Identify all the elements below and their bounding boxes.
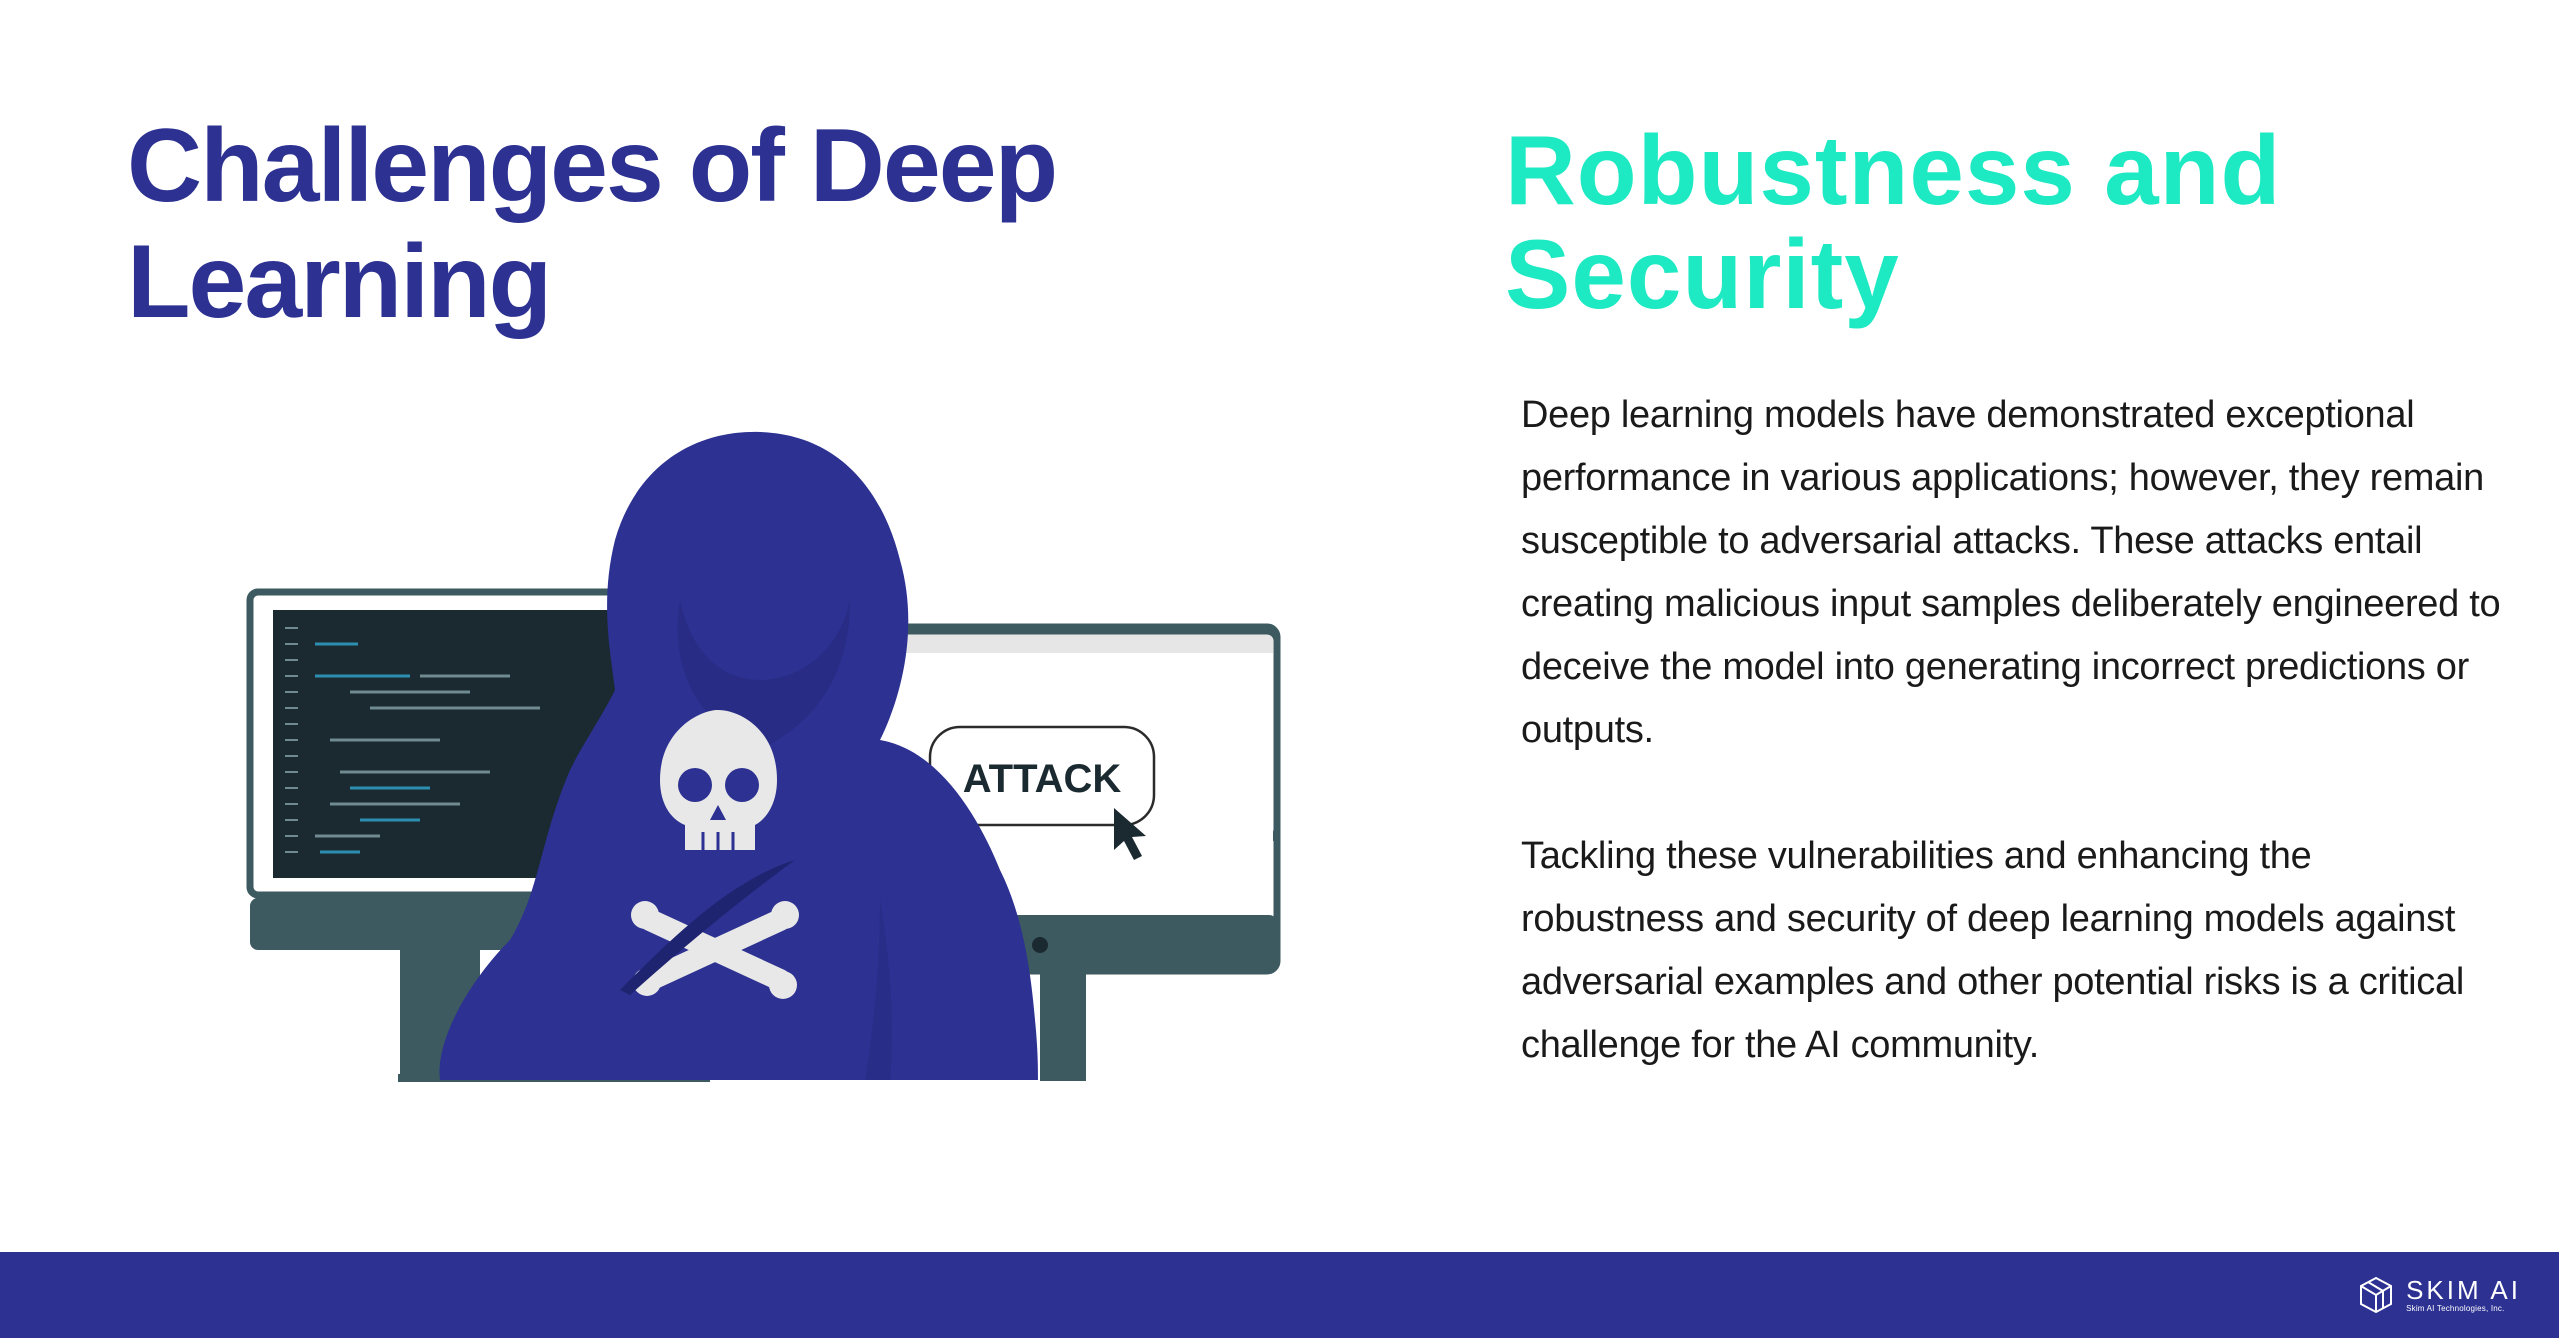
- footer-bar: [0, 1252, 2559, 1338]
- section-title: Robustness and Security: [1505, 115, 2282, 329]
- body-paragraph-2: Tackling these vulnerabilities and enhan…: [1521, 835, 2464, 1066]
- skull-crossbones-icon: [620, 710, 799, 999]
- cursor-arrow-icon: [1114, 808, 1146, 860]
- brand-name: SKIM AI: [2406, 1274, 2521, 1305]
- attack-button-label: ATTACK: [963, 757, 1122, 801]
- attack-button: ATTACK: [928, 725, 1156, 827]
- section-body: Deep learning models have demonstrated e…: [1521, 384, 2501, 1077]
- brand-logo: SKIM AI Skim AI Technologies, Inc.: [2356, 1273, 2521, 1317]
- page-title: Challenges of Deep Learning: [127, 108, 1058, 340]
- skim-ai-logo-icon: [2356, 1275, 2396, 1315]
- brand-subtitle: Skim AI Technologies, Inc.: [2406, 1303, 2505, 1313]
- hacker-illustration: ATTACK: [240, 420, 1290, 1085]
- body-paragraph-1: Deep learning models have demonstrated e…: [1521, 394, 2501, 751]
